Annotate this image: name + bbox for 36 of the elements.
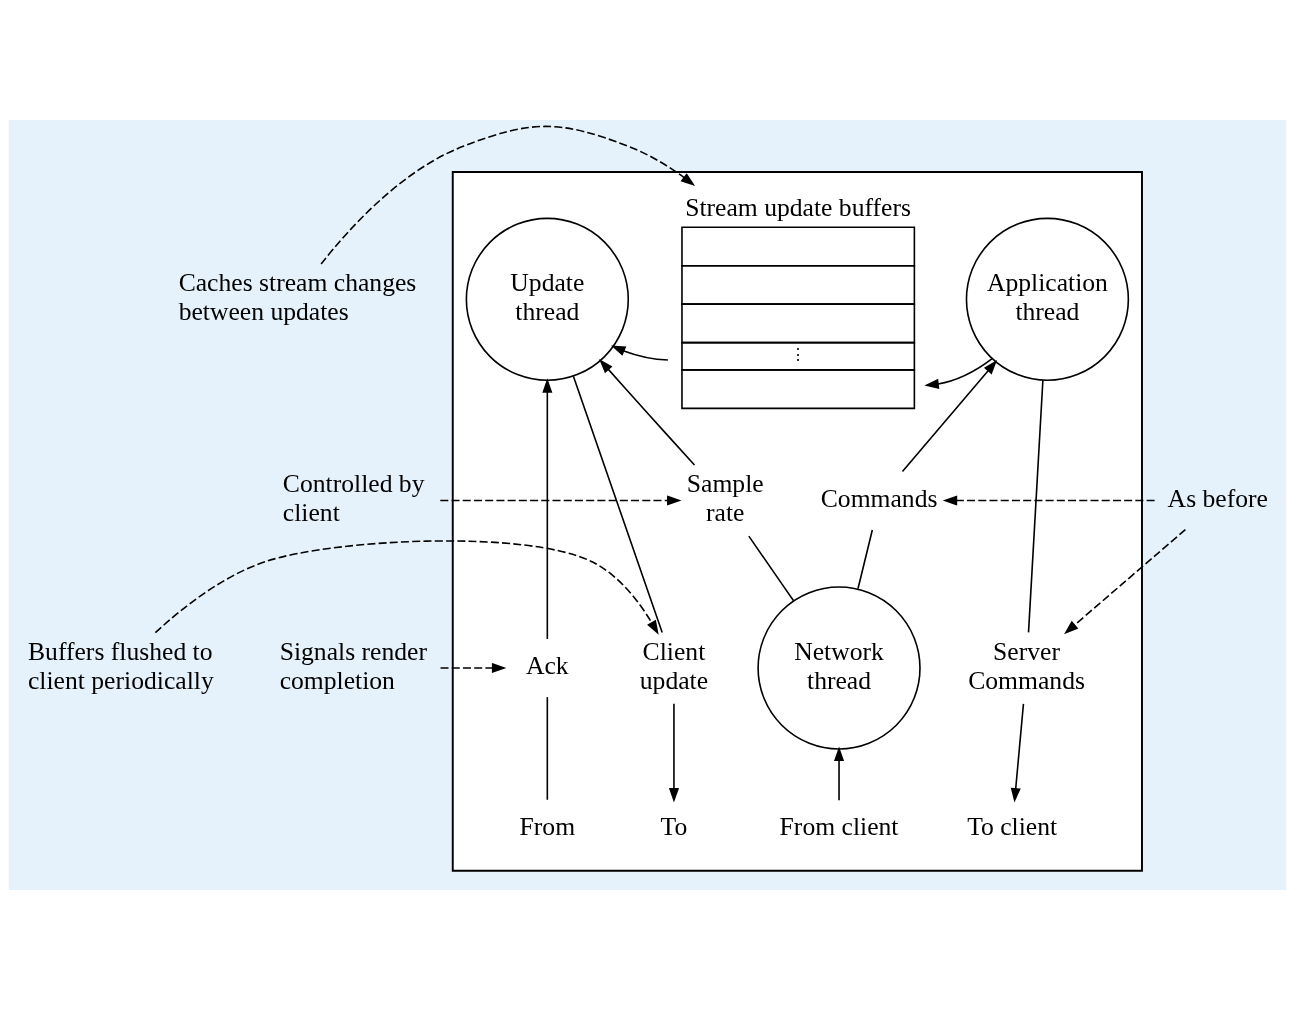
arrow (599, 358, 696, 466)
arrow (542, 377, 553, 640)
arrow (1010, 702, 1025, 803)
node-text: Controlled by client (282, 468, 425, 527)
node-text: As before (1167, 483, 1268, 513)
node-text: Caches stream changes between updates (178, 267, 417, 326)
connector (748, 534, 795, 601)
connector (572, 374, 663, 633)
node-text: To (660, 811, 688, 841)
arrow (901, 359, 998, 472)
arrow (439, 662, 507, 673)
arrow (668, 702, 679, 803)
node-label: Stream update buffers (685, 192, 911, 222)
node-text: Ack (525, 650, 569, 680)
arrow (611, 345, 669, 361)
node-text: From (519, 811, 576, 841)
node-circle: Application thread (965, 217, 1130, 381)
connector (546, 695, 549, 801)
arrow (924, 357, 993, 389)
connector (857, 528, 874, 590)
arrow (320, 125, 696, 265)
node-text: Commands (820, 483, 938, 513)
node-text: Server Commands (968, 636, 1085, 695)
node-text: From client (779, 811, 899, 841)
arrow (942, 494, 1156, 506)
node-text: Buffers flushed to client periodically (27, 636, 214, 695)
arrow (834, 746, 845, 801)
node-text: Sample rate (686, 468, 764, 527)
node-text: To client (967, 811, 1058, 841)
node-text: Signals render completion (279, 636, 427, 695)
arrow (1064, 528, 1187, 634)
node-text: Client update (639, 636, 709, 695)
connector (1027, 378, 1044, 633)
arrow (439, 494, 682, 506)
node-circle: Network thread (757, 585, 921, 750)
arrow (154, 539, 659, 635)
